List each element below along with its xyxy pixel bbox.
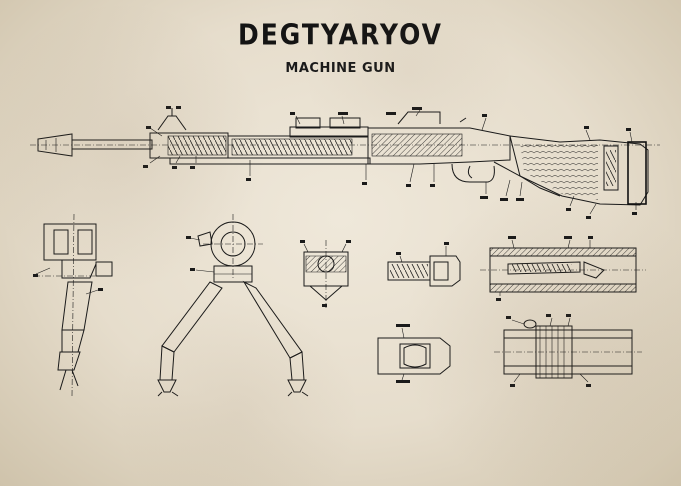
rifle-side-view: [30, 106, 660, 219]
poster-title: DEGTYARYOV: [237, 17, 444, 52]
bipod-folded-view: [33, 213, 113, 397]
bolt-detail-view: [387, 242, 461, 287]
sight-mount-view: [494, 314, 642, 387]
firing-mechanism-view: [480, 236, 646, 301]
poster-subtitle: MACHINE GUN: [285, 61, 396, 76]
magazine-catch-view: [377, 324, 451, 383]
bipod-open-view: [157, 214, 309, 397]
barrel-section-view: [300, 240, 351, 308]
